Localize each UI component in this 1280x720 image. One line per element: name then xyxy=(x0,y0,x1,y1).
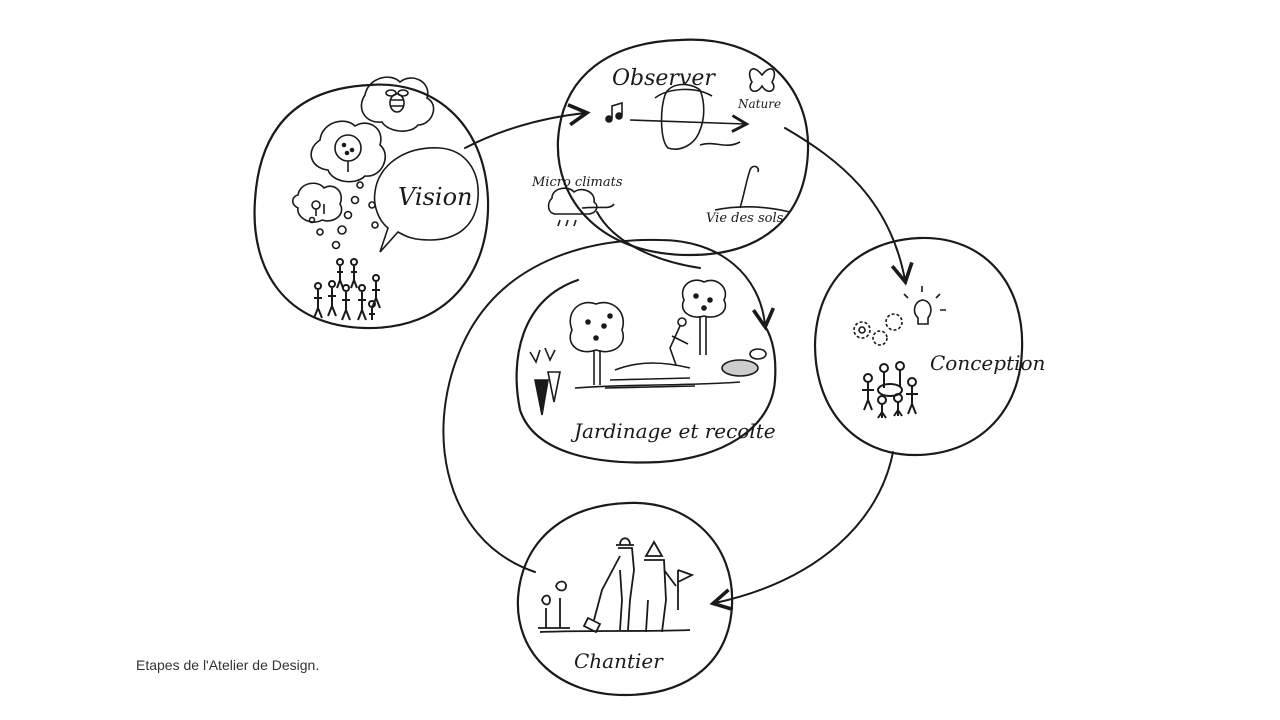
butterfly-icon xyxy=(748,68,776,93)
worm-icon xyxy=(739,165,760,209)
diagram-caption: Etapes de l'Atelier de Design. xyxy=(136,657,320,673)
conception-label: Conception xyxy=(930,351,1045,375)
cloud-flower xyxy=(291,182,343,223)
speech-bubble xyxy=(373,147,479,253)
lightbulb-icon xyxy=(913,299,932,325)
chantier-label: Chantier xyxy=(574,649,664,673)
observer-circle xyxy=(556,38,810,257)
observer-label: Observer xyxy=(612,66,716,91)
jardinage-circle xyxy=(515,278,777,464)
vision-circle xyxy=(253,83,490,330)
conception-illustration xyxy=(853,286,946,419)
chantier-circle xyxy=(516,501,734,697)
cloud-tree xyxy=(310,120,386,183)
jardinage-label: Jardinage et recolte xyxy=(570,419,776,443)
arrow-vision-to-observer xyxy=(464,103,591,149)
observer-illustration xyxy=(547,68,791,227)
microclimat-cloud xyxy=(547,187,598,215)
micro-climats-label: Micro climats xyxy=(531,175,623,190)
conception-circle xyxy=(813,236,1024,457)
cloud-bee xyxy=(360,76,435,132)
arrow-observer-to-conception xyxy=(784,127,914,286)
nature-label: Nature xyxy=(737,97,781,111)
arrow-microclimats-to-jardinage xyxy=(596,211,701,269)
vision-illustration xyxy=(291,76,479,321)
vision-label: Vision xyxy=(398,183,472,211)
arrow-chantier-to-jardinage xyxy=(442,238,775,573)
jardinage-illustration xyxy=(529,279,767,416)
arrow-conception-to-chantier xyxy=(709,451,894,612)
vie-des-sols-label: Vie des sols xyxy=(706,211,784,226)
gear-icon xyxy=(853,321,871,339)
observer-face xyxy=(660,83,705,150)
chantier-illustration xyxy=(538,537,695,634)
